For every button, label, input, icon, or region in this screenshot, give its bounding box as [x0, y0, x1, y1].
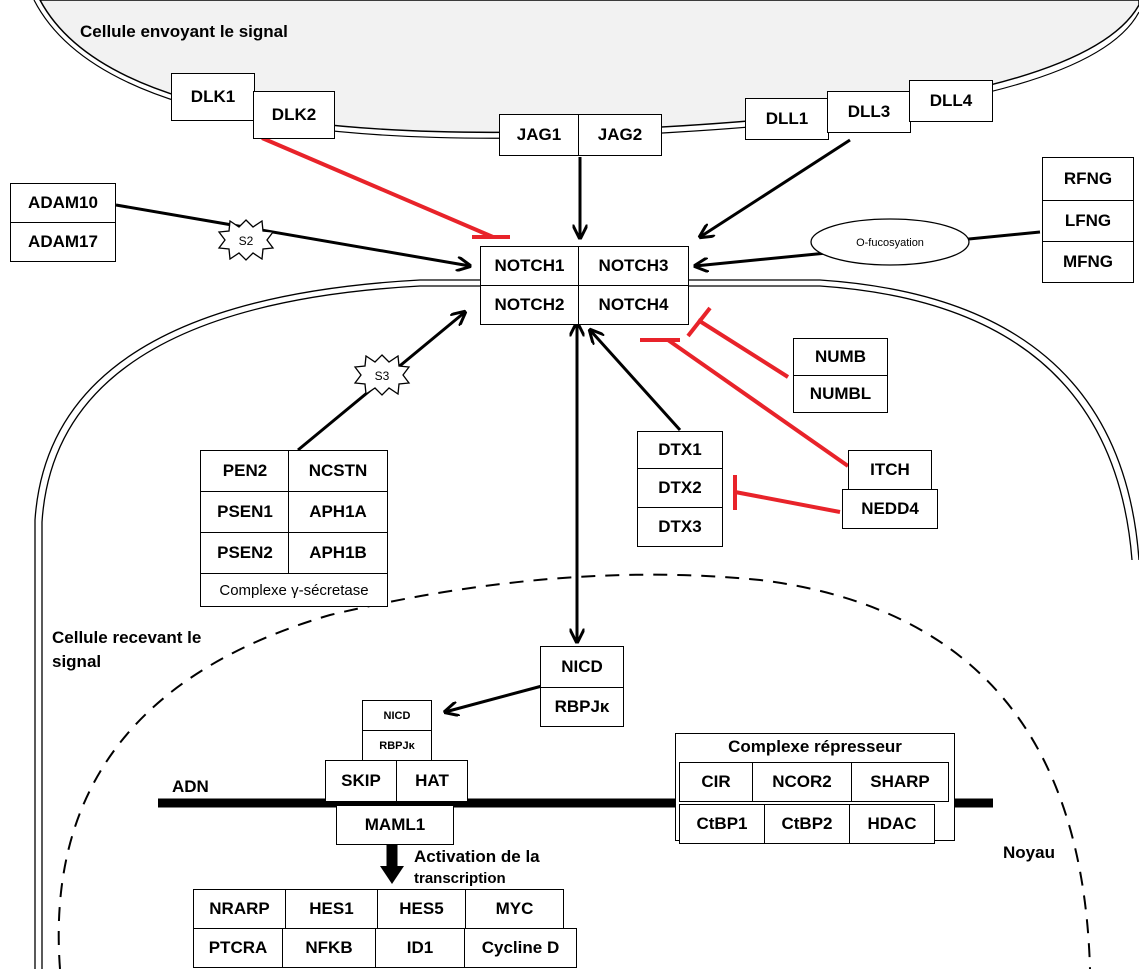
target-nfkb: NFKB [282, 928, 376, 968]
o-fucosylation-label: O-fucosyation [856, 237, 924, 249]
nicd-box: NICD [540, 646, 624, 688]
adam17-box: ADAM17 [10, 222, 116, 262]
hat-box: HAT [396, 760, 468, 802]
jag1-box: JAG1 [499, 114, 579, 156]
nedd4-box: NEDD4 [842, 489, 938, 529]
notch2-box: NOTCH2 [480, 285, 579, 325]
sharp-box: SHARP [851, 762, 949, 802]
rbpj-small-box: RBPJκ [362, 730, 432, 761]
psen1-box: PSEN1 [200, 491, 290, 533]
target-hes1: HES1 [285, 889, 378, 929]
receiving-cell-label-2: signal [52, 652, 102, 671]
target-cycline-d: Cycline D [464, 928, 577, 968]
receiving-cell-membrane [34, 279, 1139, 969]
activation-label-2: transcription [414, 870, 506, 887]
cir-box: CIR [679, 762, 753, 802]
activation-label-1: Activation de la [414, 847, 540, 866]
numb-box: NUMB [793, 338, 888, 376]
dna-label: ADN [172, 777, 209, 796]
adam10-box: ADAM10 [10, 183, 116, 223]
nicd-small-box: NICD [362, 700, 432, 731]
notch3-box: NOTCH3 [578, 246, 689, 286]
s2-cleavage-star [217, 219, 275, 261]
dlk1-box: DLK1 [171, 73, 255, 121]
ctbp1-box: CtBP1 [679, 804, 765, 844]
hdac-box: HDAC [849, 804, 935, 844]
target-myc: MYC [465, 889, 564, 929]
s3-label: S3 [375, 369, 390, 383]
skip-box: SKIP [325, 760, 397, 802]
ncstn-box: NCSTN [288, 450, 388, 492]
dll1-box: DLL1 [745, 98, 829, 140]
target-nrarp: NRARP [193, 889, 286, 929]
aph1a-box: APH1A [288, 491, 388, 533]
jag2-box: JAG2 [578, 114, 662, 156]
mfng-box: MFNG [1042, 241, 1134, 283]
pen2-box: PEN2 [200, 450, 290, 492]
inhibition-edges [261, 136, 850, 514]
rfng-box: RFNG [1042, 157, 1134, 201]
target-hes5: HES5 [377, 889, 466, 929]
ncor2-box: NCOR2 [752, 762, 852, 802]
rbpj-box: RBPJκ [540, 687, 624, 727]
target-ptcra: PTCRA [193, 928, 283, 968]
dll3-box: DLL3 [827, 91, 911, 133]
ctbp2-box: CtBP2 [764, 804, 850, 844]
nucleus-envelope [57, 573, 1091, 969]
dtx3-box: DTX3 [637, 507, 723, 547]
maml1-box: MAML1 [336, 805, 454, 845]
repressor-title: Complexe répresseur [728, 737, 902, 756]
gamma-secretase-title: Complexe γ-sécretase [200, 573, 388, 607]
target-id1: ID1 [375, 928, 465, 968]
aph1b-box: APH1B [288, 532, 388, 574]
notch1-box: NOTCH1 [480, 246, 579, 286]
o-fucosylation-node [810, 218, 970, 266]
dtx2-box: DTX2 [637, 468, 723, 508]
dll4-box: DLL4 [909, 80, 993, 122]
nucleus-label: Noyau [1003, 843, 1055, 862]
receiving-cell-label-1: Cellule recevant le [52, 628, 202, 647]
dtx1-box: DTX1 [637, 431, 723, 469]
itch-box: ITCH [848, 450, 932, 490]
s3-cleavage-star [353, 354, 411, 396]
sending-cell-label: Cellule envoyant le signal [80, 22, 288, 41]
psen2-box: PSEN2 [200, 532, 290, 574]
lfng-box: LFNG [1042, 200, 1134, 242]
s2-label: S2 [239, 234, 254, 248]
numbl-box: NUMBL [793, 375, 888, 413]
notch4-box: NOTCH4 [578, 285, 689, 325]
dlk2-box: DLK2 [253, 91, 335, 139]
